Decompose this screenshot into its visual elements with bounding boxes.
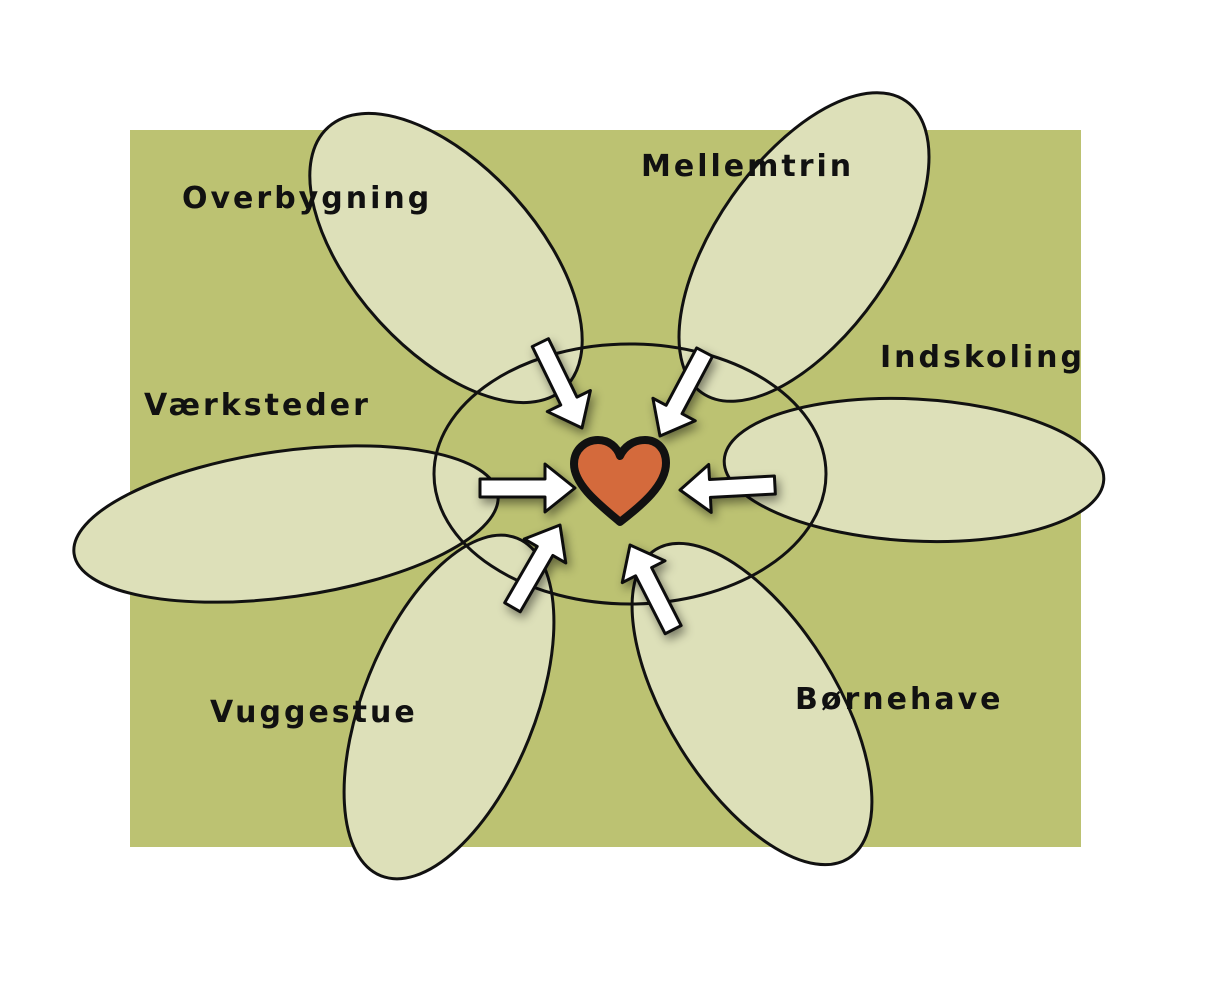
petal-vuggestue xyxy=(342,533,556,881)
label-overbygning: Overbygning xyxy=(182,181,433,216)
petal-mellemtrin xyxy=(677,91,931,403)
label-vuggestue: Vuggestue xyxy=(210,695,418,730)
center-ring xyxy=(432,342,828,606)
label-vaerksteder: Værksteder xyxy=(144,388,371,423)
heart-icon xyxy=(570,436,670,526)
label-indskoling: Indskoling xyxy=(880,340,1086,375)
label-mellemtrin: Mellemtrin xyxy=(641,149,855,184)
label-boernehave: Børnehave xyxy=(795,682,1004,717)
petal-boernehave xyxy=(630,541,874,867)
